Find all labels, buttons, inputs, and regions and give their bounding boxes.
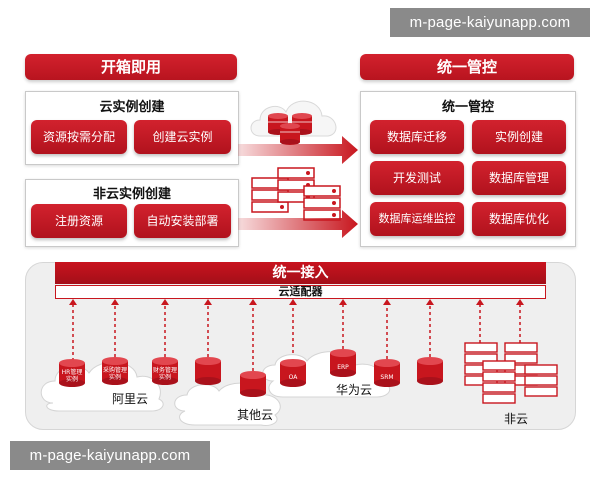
unified-access-bar: 统一接入	[55, 262, 546, 284]
cloud-instance-title: 云实例创建	[99, 100, 165, 115]
db-label-finance: 财务管理实例	[152, 367, 177, 381]
database-icon	[59, 349, 443, 397]
create-cloud-instance-button[interactable]: 创建云实例	[134, 120, 231, 154]
db-management-button[interactable]: 数据库管理	[472, 161, 566, 195]
auto-deploy-button[interactable]: 自动安装部署	[134, 204, 231, 238]
db-label-srm: SRM	[380, 374, 394, 381]
db-label-erp: ERP	[337, 364, 349, 371]
arrow-right-icon	[238, 136, 358, 164]
dev-test-button[interactable]: 开发测试	[370, 161, 464, 195]
flow-illustration	[238, 100, 358, 238]
noncloud-label: 非云	[504, 412, 529, 426]
huawei-label: 华为云	[336, 383, 373, 397]
database-icon	[268, 113, 312, 145]
db-label-hr: HR管理实例	[61, 369, 83, 383]
db-migration-button[interactable]: 数据库迁移	[370, 120, 464, 154]
dashed-up-arrows	[72, 305, 521, 371]
arrow-right-icon	[238, 210, 358, 238]
instance-create-button[interactable]: 实例创建	[472, 120, 566, 154]
aliyun-label: 阿里云	[112, 392, 149, 406]
control-panel-title: 统一管控	[441, 100, 494, 115]
db-label-oa: OA	[288, 374, 298, 381]
noncloud-instance-panel: 非云实例创建 注册资源 自动安装部署	[25, 179, 239, 247]
header-unified-control: 统一管控	[360, 54, 574, 80]
control-panel: 统一管控 数据库迁移 实例创建 开发测试 数据库管理 数据库运维监控 数据库优化	[360, 91, 576, 247]
register-resource-button[interactable]: 注册资源	[31, 204, 127, 238]
db-optimize-button[interactable]: 数据库优化	[472, 202, 566, 236]
cloud-instance-panel: 云实例创建 资源按需分配 创建云实例	[25, 91, 239, 165]
cloud-resources-illustration	[40, 299, 558, 426]
server-icon	[251, 167, 341, 221]
server-icon	[464, 342, 558, 404]
other-cloud-label: 其他云	[237, 408, 274, 422]
noncloud-instance-title: 非云实例创建	[92, 187, 171, 202]
db-label-procurement: 采购管理实例	[102, 367, 127, 381]
header-out-of-box: 开箱即用	[25, 54, 237, 80]
db-ops-monitor-button[interactable]: 数据库运维监控	[370, 202, 464, 236]
watermark-top: m-page-kaiyunapp.com	[390, 8, 590, 37]
watermark-bottom: m-page-kaiyunapp.com	[10, 441, 210, 470]
allocate-on-demand-button[interactable]: 资源按需分配	[31, 120, 127, 154]
cloud-adapter-bar: 云适配器	[55, 285, 546, 299]
